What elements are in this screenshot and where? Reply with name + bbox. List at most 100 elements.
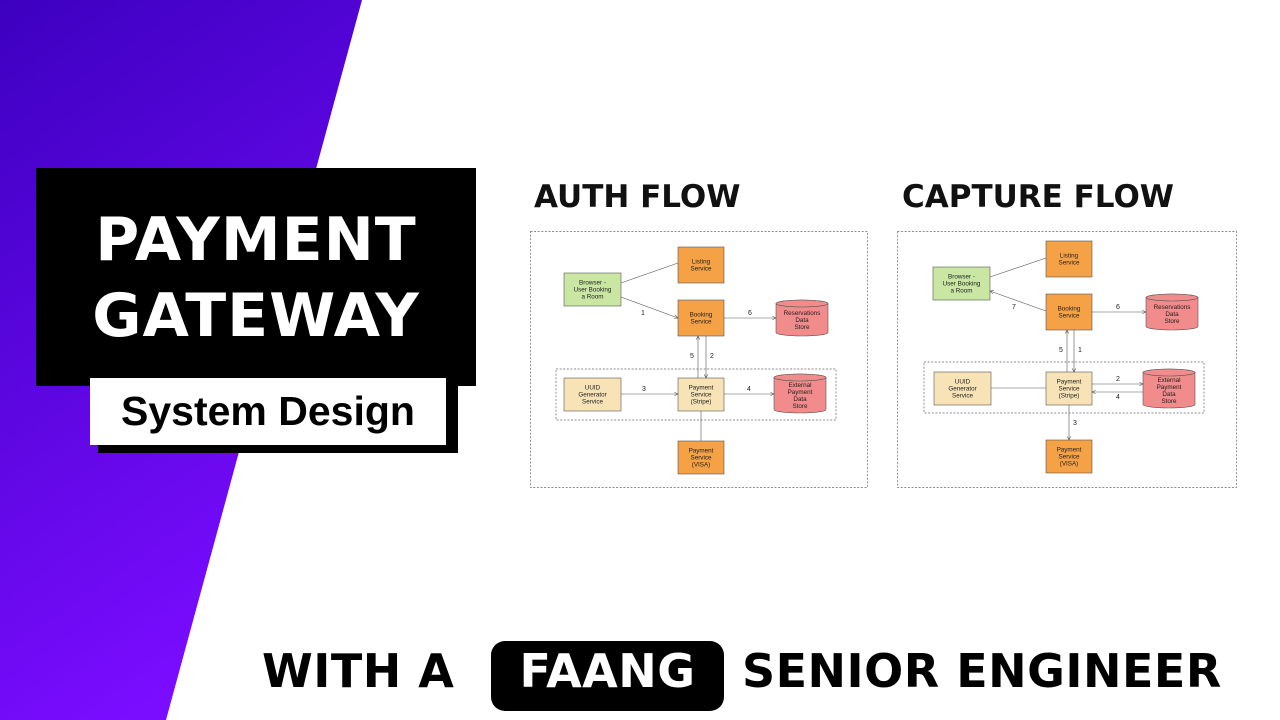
- capture-outer-frame: [897, 231, 1237, 488]
- capture-payment-stripe-node-label: Payment: [1057, 379, 1082, 386]
- capture-external-store-top: [1142, 368, 1196, 377]
- capture-booking-node: [1045, 293, 1093, 331]
- capture-edge-booking-browser: [989, 290, 1047, 312]
- capture-edge-booking-reservations-head: [1142, 309, 1147, 315]
- auth-listing-node: [677, 246, 725, 284]
- auth-reservations-store-label: Store: [794, 324, 810, 331]
- auth-reservations-store-label: Reservations: [784, 310, 821, 317]
- auth-edge-label-6: 6: [748, 310, 752, 317]
- auth-reservations-store-label: Data: [795, 317, 809, 324]
- capture-edge-label-3: 3: [1073, 420, 1077, 427]
- auth-edge-label-2: 2: [710, 353, 714, 360]
- capture-listing-node-label: Listing: [1060, 253, 1079, 260]
- capture-payment-visa-node-label: Payment: [1057, 447, 1082, 454]
- auth-external-store-label: External: [788, 382, 811, 389]
- capture-listing-node-label: Service: [1059, 260, 1080, 267]
- auth-edge-uuid-payment-head: [674, 391, 679, 397]
- capture-flow-heading: CAPTURE FLOW: [902, 179, 1174, 215]
- capture-external-store-label: Payment: [1157, 384, 1182, 391]
- auth-edge-browser-listing: [620, 262, 679, 284]
- auth-reservations-store-top: [775, 299, 829, 308]
- capture-edge-label-6: 6: [1116, 304, 1120, 311]
- capture-edge-booking-browser-head: [989, 290, 995, 295]
- capture-payment-stripe-node-label: Service: [1059, 386, 1080, 393]
- capture-external-store-label: External: [1157, 377, 1180, 384]
- auth-edge-label-1: 1: [641, 310, 645, 317]
- faang-text: FAANG: [519, 644, 696, 698]
- capture-edge-label-2: 2: [1116, 376, 1120, 383]
- bottom-senior-engineer: SENIOR ENGINEER: [742, 644, 1222, 698]
- capture-external-store-label: Store: [1161, 398, 1177, 405]
- auth-booking-node-label: Booking: [690, 312, 713, 319]
- capture-listing-node: [1045, 240, 1093, 278]
- capture-booking-node-label: Service: [1059, 313, 1080, 320]
- auth-edge-browser-booking: [620, 296, 679, 319]
- auth-payment-visa-node-label: Service: [691, 455, 712, 462]
- title-line-payment: PAYMENT: [95, 205, 417, 275]
- auth-edge-label-5: 5: [690, 353, 694, 360]
- capture-edge-payment-booking-head: [1064, 329, 1070, 334]
- auth-edge-label-4: 4: [747, 386, 751, 393]
- auth-payment-visa-node-label: Payment: [689, 448, 714, 455]
- capture-uuid-node-label: UUID: [955, 379, 971, 386]
- auth-flow-heading: AUTH FLOW: [534, 179, 741, 215]
- auth-browser-node-label: Browser -: [579, 280, 606, 287]
- bottom-with-a: WITH A: [262, 644, 455, 698]
- auth-listing-node-label: Service: [691, 266, 712, 273]
- auth-uuid-node: [563, 377, 622, 412]
- capture-edge-booking-payment-head: [1071, 368, 1077, 373]
- auth-edge-label-3: 3: [642, 386, 646, 393]
- auth-uuid-node-label: Generator: [578, 392, 606, 399]
- auth-edge-payment-booking-head: [695, 335, 701, 340]
- auth-browser-node: [563, 272, 622, 307]
- capture-edge-external-payment-head: [1091, 389, 1096, 395]
- auth-edge-payment-external-head: [770, 391, 775, 397]
- capture-payment-stripe-node-label: (Stripe): [1059, 393, 1080, 400]
- faang-badge: [491, 641, 724, 711]
- capture-edge-payment-visa-head: [1066, 436, 1072, 441]
- subtitle-system-design: System Design: [90, 378, 446, 445]
- capture-payment-stripe-node: [1045, 371, 1093, 406]
- capture-uuid-node-label: Generator: [948, 386, 976, 393]
- capture-edge-label-4: 4: [1116, 394, 1120, 401]
- capture-payment-visa-node-label: (VISA): [1060, 461, 1079, 468]
- auth-payment-stripe-node-label: Payment: [689, 385, 714, 392]
- capture-payment-visa-node: [1045, 439, 1093, 474]
- capture-uuid-node-label: Service: [952, 393, 973, 400]
- capture-browser-node-label: User Booking: [943, 281, 981, 288]
- capture-uuid-node: [933, 371, 992, 406]
- capture-edge-label-5: 5: [1059, 347, 1063, 354]
- capture-reservations-store-label: Reservations: [1154, 304, 1191, 311]
- auth-external-store-top: [773, 373, 827, 382]
- capture-edge-label-1: 1: [1078, 347, 1082, 354]
- capture-browser-node: [932, 266, 991, 301]
- capture-reservations-store-label: Store: [1164, 318, 1180, 325]
- auth-payment-stripe-node-label: (Stripe): [691, 399, 712, 406]
- capture-reservations-store-top: [1145, 293, 1199, 302]
- auth-external-store-label: Store: [792, 403, 808, 410]
- auth-edge-booking-payment-head: [703, 374, 709, 379]
- capture-edge-payment-external-head: [1139, 381, 1144, 387]
- capture-booking-node-label: Booking: [1058, 306, 1081, 313]
- capture-edge-browser-listing: [989, 257, 1047, 278]
- auth-payment-visa-node: [677, 440, 725, 475]
- auth-uuid-node-label: UUID: [585, 385, 601, 392]
- auth-uuid-node-label: Service: [582, 399, 603, 406]
- capture-browser-node-label: Browser -: [948, 274, 975, 281]
- auth-payment-visa-node-label: (VISA): [692, 462, 711, 469]
- capture-payment-visa-node-label: Service: [1059, 454, 1080, 461]
- auth-edge-booking-reservations-head: [772, 315, 777, 321]
- auth-external-store-label: Payment: [788, 389, 813, 396]
- auth-edge-browser-booking-head: [673, 314, 679, 319]
- auth-browser-node-label: User Booking: [574, 287, 612, 294]
- auth-payment-stripe-node: [677, 377, 725, 412]
- title-line-gateway: GATEWAY: [92, 281, 420, 351]
- capture-external-store-label: Data: [1162, 391, 1176, 398]
- capture-browser-node-label: a Room: [950, 288, 972, 295]
- auth-payment-stripe-node-label: Service: [691, 392, 712, 399]
- auth-external-store-label: Data: [793, 396, 807, 403]
- auth-booking-node-label: Service: [691, 319, 712, 326]
- auth-browser-node-label: a Room: [581, 294, 603, 301]
